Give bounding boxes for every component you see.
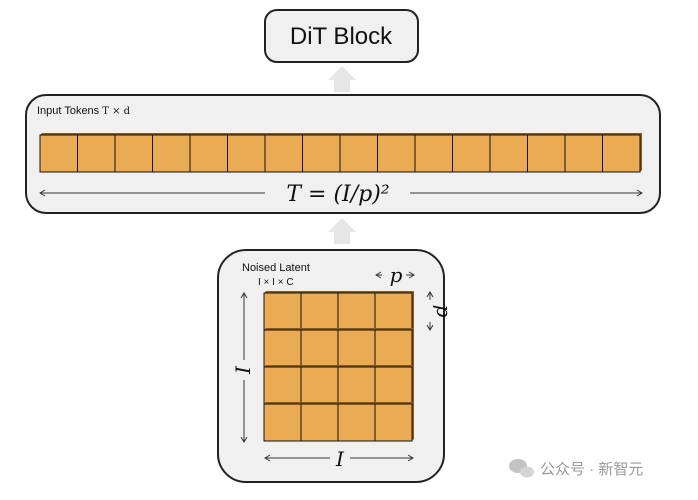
input-tokens-label: Input Tokens — [37, 105, 100, 117]
noised-latent-dims: I × I × C — [258, 277, 294, 288]
token-cell — [114, 134, 153, 173]
latent-patch-cell — [263, 366, 302, 405]
latent-patch-cell — [263, 403, 302, 442]
latent-patch-cell — [300, 329, 339, 368]
token-cell — [77, 134, 116, 173]
latent-patch-cell — [337, 366, 376, 405]
token-cell — [227, 134, 266, 173]
token-cell — [339, 134, 378, 173]
latent-patch-cell — [374, 292, 413, 331]
token-cell — [39, 134, 78, 173]
latent-patch-cell — [337, 403, 376, 442]
token-cell — [152, 134, 191, 173]
dit-block-label: DiT Block — [290, 23, 393, 50]
patch-width-label: p — [390, 263, 403, 287]
token-cell — [602, 134, 641, 173]
token-cell — [302, 134, 341, 173]
latent-height-label: I — [231, 365, 255, 375]
patch-height-label: p — [432, 305, 456, 318]
token-cell — [452, 134, 491, 173]
token-cell — [527, 134, 566, 173]
latent-patch-cell — [300, 366, 339, 405]
token-cell — [564, 134, 603, 173]
latent-patch-cell — [337, 292, 376, 331]
noised-latent-label: Noised Latent — [242, 262, 310, 274]
token-cell — [414, 134, 453, 173]
token-cell — [264, 134, 303, 173]
latent-patch-cell — [374, 329, 413, 368]
latent-patch-cell — [337, 329, 376, 368]
latent-patch-cell — [374, 403, 413, 442]
watermark-text: 公众号 · 新智元 — [540, 460, 643, 478]
tokens-formula: T = (I/p)² — [286, 182, 389, 207]
up-arrow-icon — [328, 66, 356, 92]
up-arrow-icon — [328, 218, 356, 244]
token-cell — [377, 134, 416, 173]
latent-patch-cell — [263, 292, 302, 331]
latent-width-label: I — [335, 447, 345, 471]
latent-patch-cell — [300, 403, 339, 442]
token-cell — [489, 134, 528, 173]
token-cell — [189, 134, 228, 173]
dit-block-box — [264, 9, 419, 63]
latent-patch-cell — [374, 366, 413, 405]
input-tokens-dims: T × d — [102, 106, 130, 117]
latent-patch-cell — [263, 329, 302, 368]
latent-patch-cell — [300, 292, 339, 331]
wechat-icon — [509, 459, 534, 478]
svg-text:Input Tokens T × d: Input Tokens T × d — [37, 105, 131, 117]
